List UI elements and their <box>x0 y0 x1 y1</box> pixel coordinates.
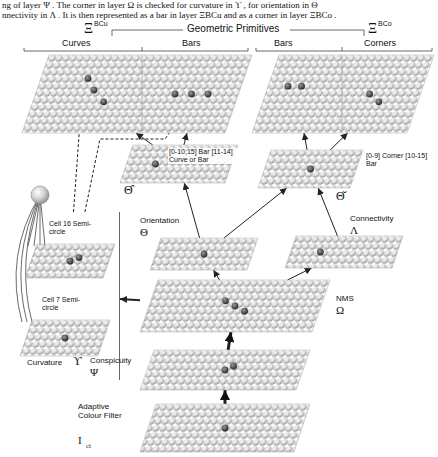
connector <box>318 188 337 236</box>
connector <box>224 390 227 404</box>
layer-label: Curves <box>62 38 91 48</box>
neuron-layer: [0-10;15] Bar [11-14] Curve or BarΘ̂ <box>120 145 238 183</box>
connector <box>224 188 287 238</box>
layer-label: Cell 16 Semi-circle <box>49 220 94 236</box>
layer-label: Θ <box>140 226 148 239</box>
layer-label: Θ̌ <box>336 190 345 204</box>
connector <box>228 332 231 350</box>
sphere-grid <box>258 150 363 188</box>
neuron-layer: Cell 16 Semi-circle <box>25 244 115 278</box>
connector <box>136 133 153 145</box>
neuron-layer: OrientationΘ <box>150 238 258 270</box>
layer-label: Ω <box>336 304 344 317</box>
layer-label: Θ̂ <box>124 184 133 198</box>
neuron-layer: Bars <box>142 55 252 133</box>
layer-label: I <box>78 434 82 447</box>
sphere-grid <box>342 55 434 133</box>
figure-label: Ξ <box>84 21 93 37</box>
sphere-grid <box>140 280 330 332</box>
figure-label: Ξ <box>368 21 377 37</box>
neuron-layer: [0-9] Corner [10-15] BarΘ̌ <box>258 150 363 188</box>
neuron-layer: ConspicuityΨ <box>140 350 310 390</box>
sphere-grid <box>20 320 110 356</box>
sphere-grid <box>142 55 252 133</box>
neuron-layer: Cell 7 Semi-circle <box>20 320 110 356</box>
figure-label: ng of layer Ψ . The corner in layer Ω is… <box>2 0 318 10</box>
layer-label: Curvature <box>27 358 62 367</box>
connector <box>74 133 80 212</box>
sphere-grid <box>285 236 403 268</box>
sphere-grid <box>140 404 310 452</box>
connector <box>330 133 348 150</box>
connector <box>184 183 199 238</box>
connector <box>288 268 312 280</box>
layer-label: [0-10;15] Bar [11-14] Curve or Bar <box>168 148 240 164</box>
layer-label: Bars <box>274 38 293 48</box>
layer-label: Ψ <box>90 366 98 379</box>
layer-label: NMS <box>336 294 354 303</box>
layer-label: Λ <box>350 224 358 237</box>
layer-label: Adaptive Colour Filter <box>78 402 134 420</box>
connector <box>184 133 187 145</box>
sphere-grid <box>252 55 342 133</box>
sphere-grid <box>22 55 142 133</box>
connector <box>304 133 307 150</box>
figure-label: BCo <box>378 20 392 28</box>
neuron-layer: Corners <box>342 55 434 133</box>
figure-label: Geometric Primitives <box>187 23 279 35</box>
layer-label: Corners <box>364 38 396 48</box>
layer-label: Bars <box>182 38 201 48</box>
layer-label: Conspicuity <box>90 356 131 365</box>
layer-group: Curvature ϒ Cell 16 Semi-circleCell 7 Semi… <box>15 212 120 380</box>
sphere-grid <box>150 238 258 270</box>
neuron-layer: Curves <box>22 55 142 133</box>
layer-label: Orientation <box>140 216 179 225</box>
layer-label: ϒ <box>73 355 82 369</box>
neuron-layer: Bars <box>252 55 342 133</box>
connector <box>120 299 140 300</box>
figure-label: nnectivity in Λ . It is then represented… <box>2 10 337 20</box>
layer-label: ci <box>86 442 91 450</box>
neuron-layer: NMSΩ <box>140 280 330 332</box>
layer-label: Cell 7 Semi-circle <box>42 296 87 312</box>
sphere-grid <box>25 244 115 278</box>
figure-label: BCu <box>94 20 108 28</box>
layer-label: Connectivity <box>350 214 394 223</box>
neuron-layer: Adaptive Colour FilterIci <box>140 404 310 452</box>
layer-label: [0-9] Corner [10-15] Bar <box>366 152 434 168</box>
sphere-grid <box>140 350 310 390</box>
neuron-layer: ConnectivityΛ <box>285 236 403 268</box>
connector <box>214 270 220 280</box>
